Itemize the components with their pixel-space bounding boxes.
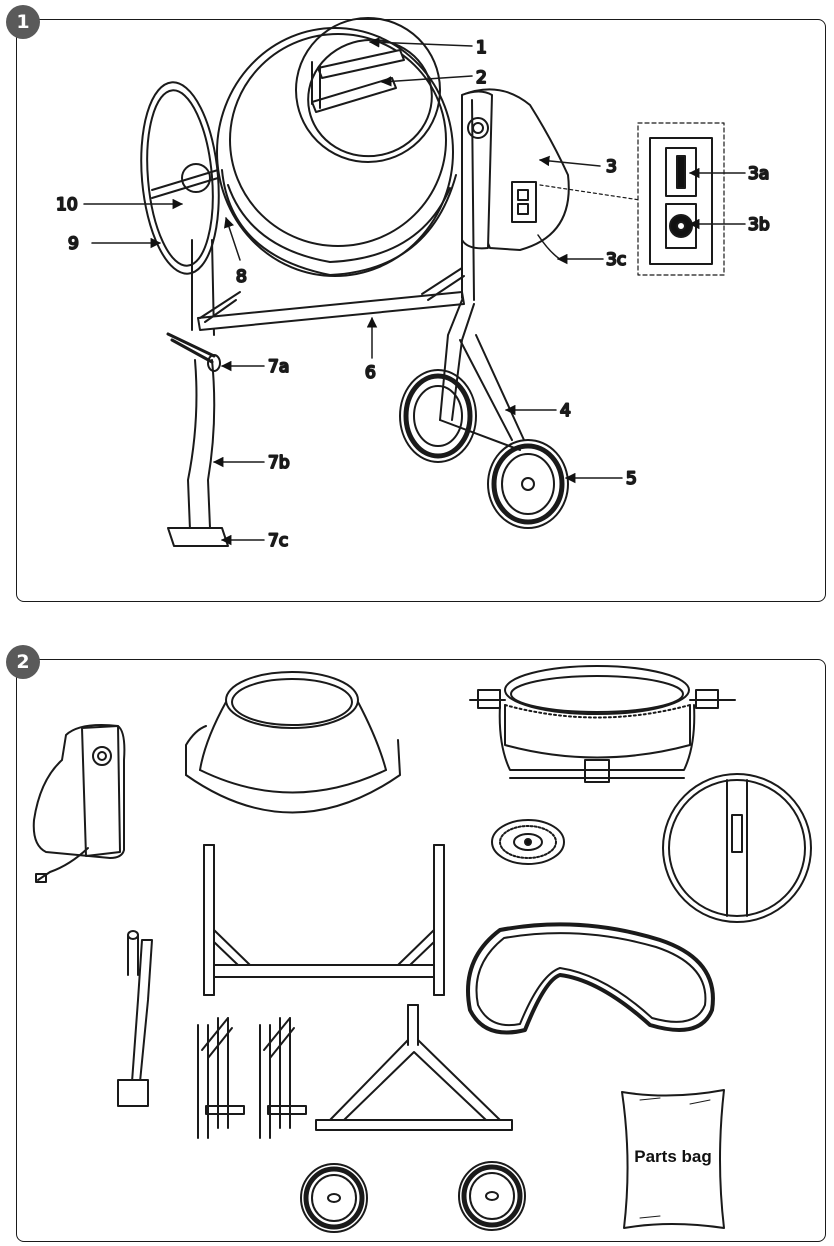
figure-1-panel [16, 19, 826, 602]
wheels [399, 369, 569, 529]
callout-9: 9 [68, 234, 79, 254]
part-wheel-legs [197, 1017, 307, 1139]
handwheel [140, 81, 220, 275]
stand-frame [166, 99, 525, 547]
callout-8: 8 [236, 267, 247, 287]
part-motor-housing [32, 724, 126, 883]
part-parts-bag: Parts bag [621, 1089, 725, 1229]
part-gear-ring [491, 819, 565, 865]
part-wheels [300, 1161, 526, 1233]
callout-3a: 3a [748, 164, 769, 184]
callout-7c: 7c [268, 531, 288, 551]
callout-3b: 3b [748, 215, 770, 235]
assembled-mixer-drawing: 1 2 3 3a 3b 3c 4 5 6 7a 7b 7c 8 9 10 [55, 17, 771, 552]
part-drive-belt [466, 922, 715, 1035]
callout-leaders [83, 37, 746, 546]
callout-7b: 7b [268, 453, 290, 473]
figure-1-number-badge: 1 [6, 5, 40, 39]
parts-layout-drawing: Parts bag [32, 665, 812, 1233]
parts-bag-label: Parts bag [634, 1147, 711, 1166]
drum [216, 17, 457, 277]
callout-3: 3 [606, 157, 617, 177]
callout-3c: 3c [606, 250, 626, 270]
part-a-frame [315, 1004, 513, 1131]
callout-4: 4 [560, 401, 571, 421]
part-handwheel [662, 773, 812, 923]
part-front-leg [117, 930, 153, 1107]
callout-2: 2 [476, 68, 487, 88]
callout-1: 1 [476, 38, 487, 58]
part-main-frame [203, 844, 445, 996]
motor-housing [461, 88, 641, 263]
callout-10: 10 [56, 195, 78, 215]
figure-2-number-badge: 2 [6, 645, 40, 679]
switch-detail-inset [637, 122, 725, 276]
callout-5: 5 [626, 469, 637, 489]
callout-6: 6 [365, 363, 376, 383]
callout-7a: 7a [268, 357, 289, 377]
part-drum-top [185, 671, 401, 814]
part-drum-bottom [469, 665, 736, 783]
